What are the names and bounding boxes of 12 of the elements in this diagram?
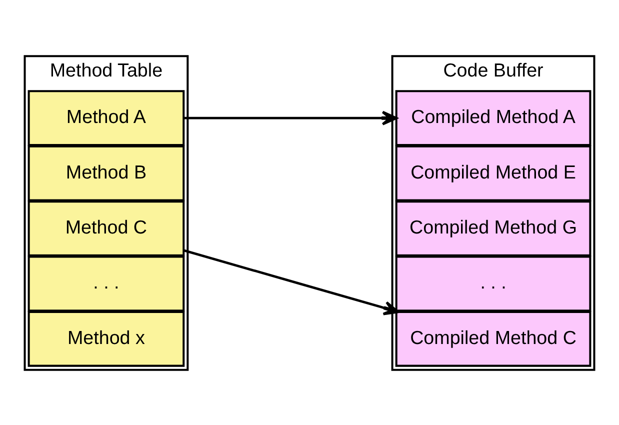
arrow: [184, 110, 398, 125]
node-box: . . .: [395, 255, 592, 312]
node-box: Method x: [28, 310, 185, 366]
node-box: Method A: [28, 90, 185, 146]
node-box: . . .: [28, 255, 185, 312]
node-box: Compiled Method G: [395, 200, 592, 256]
arrow: [184, 248, 400, 315]
node-box: Compiled Method A: [395, 90, 592, 146]
node-box: Method C: [28, 200, 185, 256]
node-box: Compiled Method C: [395, 310, 592, 366]
node-box: Compiled Method E: [395, 144, 592, 201]
node-box: Method B: [28, 144, 185, 201]
